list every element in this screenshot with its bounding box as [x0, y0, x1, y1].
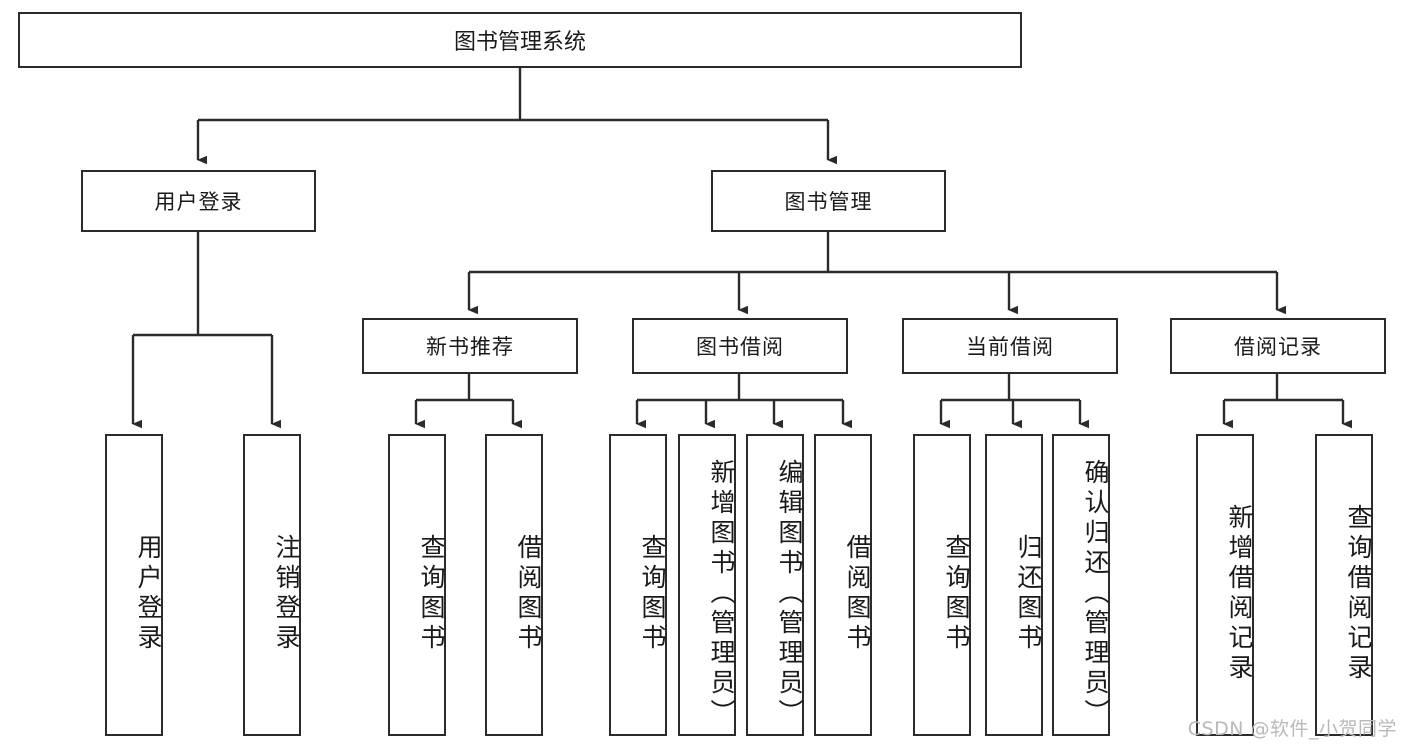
node-label: 图书管理: [784, 190, 873, 214]
node-label: 查询图书: [638, 534, 667, 654]
node-label: 借阅图书: [843, 534, 872, 654]
node-label: 注销登录: [272, 534, 301, 654]
node-borrow-record[interactable]: 借阅记录: [1170, 318, 1386, 374]
node-book-borrow[interactable]: 图书借阅: [632, 318, 848, 374]
node-label: 确认归还（管理员）: [1081, 459, 1110, 729]
node-leaf-confirm-return[interactable]: 确认归还（管理员）: [1052, 434, 1110, 736]
node-leaf-add-book[interactable]: 新增图书（管理员）: [678, 434, 736, 736]
node-leaf-borrow-book-2[interactable]: 借阅图书: [814, 434, 872, 736]
node-label: 用户登录: [154, 190, 243, 214]
node-leaf-edit-book[interactable]: 编辑图书（管理员）: [746, 434, 804, 736]
node-label: 新增图书（管理员）: [707, 459, 736, 729]
node-label: 新书推荐: [426, 335, 514, 359]
node-leaf-query-book-2[interactable]: 查询图书: [609, 434, 667, 736]
node-leaf-query-book-3[interactable]: 查询图书: [913, 434, 971, 736]
node-user-login[interactable]: 用户登录: [81, 170, 316, 232]
node-leaf-logout-login[interactable]: 注销登录: [243, 434, 301, 736]
node-leaf-query-book-1[interactable]: 查询图书: [388, 434, 446, 736]
node-new-book-recommend[interactable]: 新书推荐: [362, 318, 578, 374]
node-current-borrow[interactable]: 当前借阅: [902, 318, 1118, 374]
csdn-watermark: CSDN @软件_小贺同学: [1187, 718, 1397, 740]
node-label: 用户登录: [134, 534, 163, 654]
node-label: 查询借阅记录: [1344, 504, 1373, 684]
node-book-manage[interactable]: 图书管理: [711, 170, 946, 232]
node-leaf-query-record[interactable]: 查询借阅记录: [1315, 434, 1373, 736]
node-label: 查询图书: [942, 534, 971, 654]
node-label: 新增借阅记录: [1225, 504, 1254, 684]
node-label: 归还图书: [1014, 534, 1043, 654]
node-root-book-management-system[interactable]: 图书管理系统: [18, 12, 1022, 68]
node-leaf-user-login[interactable]: 用户登录: [105, 434, 163, 736]
node-label: 编辑图书（管理员）: [775, 459, 804, 729]
node-label: 借阅记录: [1234, 335, 1322, 359]
node-leaf-add-record[interactable]: 新增借阅记录: [1196, 434, 1254, 736]
node-label: 图书借阅: [696, 335, 784, 359]
node-label: 图书管理系统: [453, 30, 586, 55]
node-label: 当前借阅: [966, 335, 1054, 359]
node-leaf-return-book[interactable]: 归还图书: [985, 434, 1043, 736]
node-leaf-borrow-book-1[interactable]: 借阅图书: [485, 434, 543, 736]
node-label: 借阅图书: [514, 534, 543, 654]
node-label: 查询图书: [417, 534, 446, 654]
